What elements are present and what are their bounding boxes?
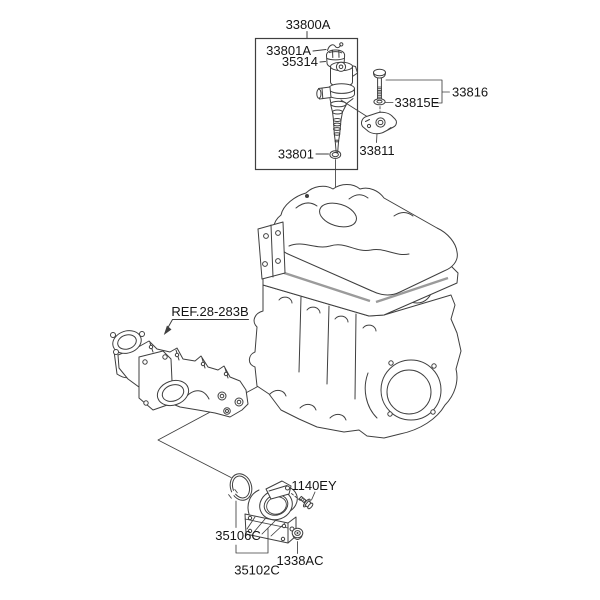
throttle-gasket-drawing <box>227 473 253 501</box>
oring-drawing <box>329 150 342 160</box>
throttle-bolt-callout: 1140EY <box>291 478 337 493</box>
engine-block-drawing <box>248 184 462 439</box>
intake-manifold-drawing <box>110 330 249 418</box>
injector-clip-callout: 33801A <box>266 43 311 58</box>
bracket-washer-callout: 33815E <box>395 95 440 110</box>
manifold-ref-callout: REF.28-283B <box>171 304 248 319</box>
callout-bracket-lines <box>235 500 269 554</box>
injector-clamp-callout: 35314 <box>282 54 318 69</box>
bracket-bolt-callout: 33816 <box>452 85 488 100</box>
throttle-sensor-callout: 1338AC <box>277 553 324 568</box>
mounting-bolt-drawing <box>373 68 386 101</box>
callout-bracket-lines <box>385 79 450 104</box>
injector-oring-callout: 33801 <box>278 147 314 162</box>
ref-arrowhead <box>163 325 172 335</box>
throttle-body-group: 1140EY 35106C 35102C 1338AC <box>215 473 337 578</box>
leader-line <box>319 61 326 63</box>
leader-line <box>311 491 316 501</box>
throttle-body-drawing <box>244 480 298 544</box>
leader-line <box>376 133 378 143</box>
injector-bracket-drawing <box>361 111 397 135</box>
fuel-injector-drawing <box>316 61 358 154</box>
throttle-gasket-callout: 35106C <box>215 528 261 543</box>
leader-line <box>312 49 327 52</box>
retainer-clip-drawing <box>327 42 344 51</box>
throttle-body-callout: 35102C <box>234 563 280 578</box>
dashed-alignment-line <box>291 493 302 502</box>
assembly-boundary-box <box>254 37 359 171</box>
injector-assembly-group: 33800A 33801A 35314 <box>254 17 368 205</box>
injector-mounting-group: 33811 33815E 33816 <box>359 68 488 158</box>
leader-line-injector-to-bracket <box>340 99 368 117</box>
throttle-bolt-drawing <box>298 495 314 510</box>
injector-assembly-callout: 33800A <box>286 17 331 32</box>
manifold-ref-group: REF.28-283B <box>163 304 249 335</box>
washer-drawing <box>373 98 386 106</box>
ref-underline <box>167 319 249 328</box>
throttle-sensor-drawing <box>291 527 304 540</box>
injector-bracket-callout: 33811 <box>359 143 394 158</box>
